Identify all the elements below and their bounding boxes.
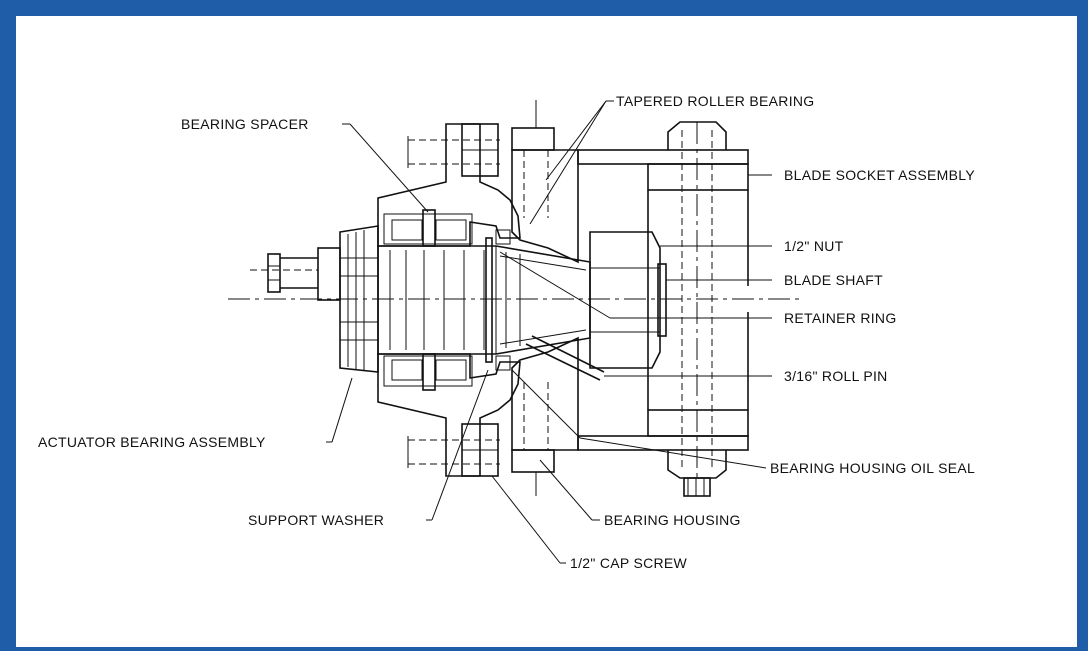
blade-socket-tube (577, 121, 749, 497)
label-bearing-housing: BEARING HOUSING (604, 512, 741, 528)
label-retainer-ring: RETAINER RING (784, 310, 897, 326)
label-bearing-spacer: BEARING SPACER (181, 116, 309, 132)
bearing-housing (377, 123, 521, 477)
actuator-hex (250, 247, 341, 301)
blade-shaft-body (377, 245, 591, 355)
label-cap-screw: 1/2" CAP SCREW (570, 555, 688, 571)
blade-socket-flange (511, 100, 579, 496)
half-inch-nut (589, 231, 667, 369)
label-half-inch-nut: 1/2" NUT (784, 238, 844, 254)
roll-pin (525, 343, 601, 381)
tapered-roller-bearing (383, 209, 473, 391)
label-blade-socket-assembly: BLADE SOCKET ASSEMBLY (784, 167, 975, 183)
label-bearing-housing-oil-seal: BEARING HOUSING OIL SEAL (770, 460, 975, 476)
label-actuator-bearing-assembly: ACTUATOR BEARING ASSEMBLY (38, 434, 266, 450)
label-support-washer: SUPPORT WASHER (248, 512, 384, 528)
label-blade-shaft: BLADE SHAFT (784, 272, 883, 288)
label-tapered-roller-bearing: TAPERED ROLLER BEARING (616, 93, 815, 109)
leader-lines (326, 100, 772, 564)
oil-seal (485, 229, 511, 371)
label-roll-pin: 3/16" ROLL PIN (784, 368, 888, 384)
